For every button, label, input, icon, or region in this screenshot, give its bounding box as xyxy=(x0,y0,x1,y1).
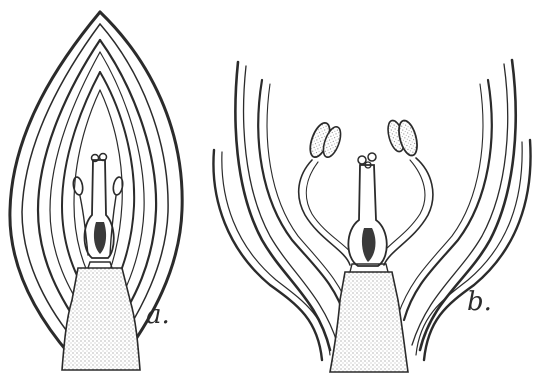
outer-sepal-left xyxy=(235,62,330,350)
receptacle-b xyxy=(330,272,408,372)
panel-a-label: a. xyxy=(146,300,170,330)
panel-b-open-section xyxy=(213,60,530,372)
panel-b-label: b. xyxy=(467,287,492,317)
